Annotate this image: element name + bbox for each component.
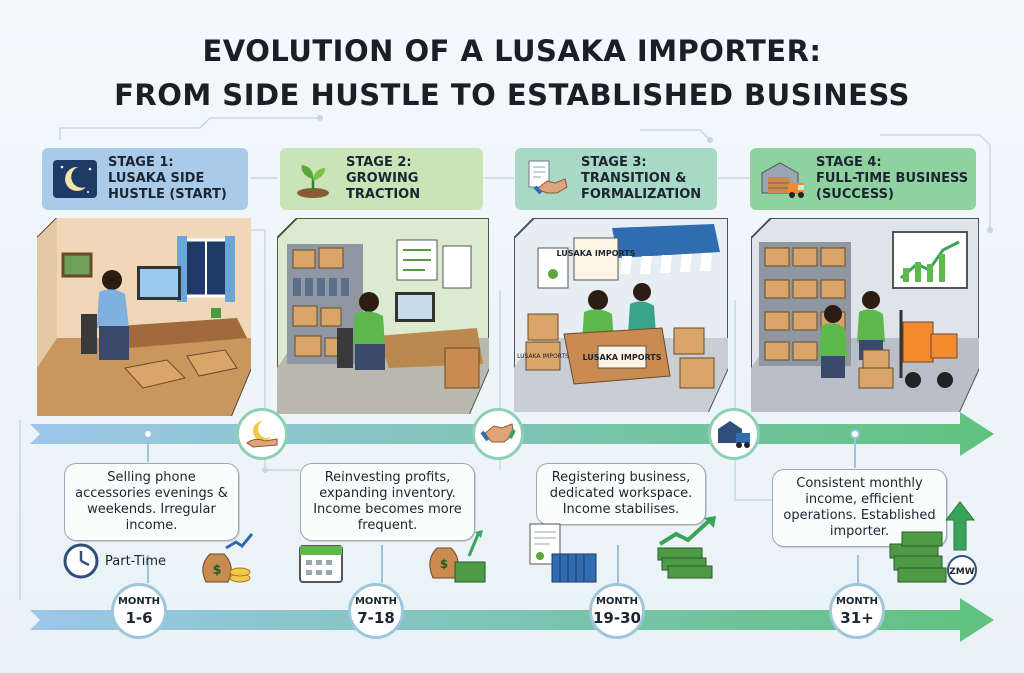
stage-2-label: STAGE 2: GROWING TRACTION xyxy=(346,155,421,202)
month-marker-4: MONTH 31+ xyxy=(829,583,885,639)
month-range: 19-30 xyxy=(593,609,641,627)
month-range: 7-18 xyxy=(357,609,395,627)
money-bag-growth-icon: $ xyxy=(202,533,254,583)
zmw-badge: ZMW xyxy=(949,567,974,577)
moon-hand-icon xyxy=(246,421,278,448)
stage-1-label: STAGE 1: LUSAKA SIDE HUSTLE (START) xyxy=(108,155,227,202)
stage-3-label: STAGE 3: TRANSITION & FORMALIZATION xyxy=(581,155,702,202)
desk-sign-text: LUSAKA IMPORTS xyxy=(582,353,661,362)
svg-text:$: $ xyxy=(212,563,221,578)
cash-zmw-growth-icon: ZMW xyxy=(889,501,977,585)
month-range: 1-6 xyxy=(125,609,153,627)
clock-icon xyxy=(63,543,99,579)
box-label-text: LUSAKA IMPORTS xyxy=(517,353,569,360)
sprout-icon xyxy=(297,165,329,198)
document-container-icon xyxy=(529,523,597,583)
handshake-icon xyxy=(480,423,516,443)
month-label: MONTH xyxy=(835,596,878,607)
stage-3-description: Registering business, dedicated workspac… xyxy=(536,463,706,525)
month-label: MONTH xyxy=(354,596,397,607)
page-title-line-1: EVOLUTION OF A LUSAKA IMPORTER: xyxy=(202,34,822,68)
month-marker-1: MONTH 1-6 xyxy=(111,583,167,639)
timeline-arrow-lower xyxy=(30,598,994,642)
svg-text:$: $ xyxy=(440,557,448,571)
moon-night-icon xyxy=(53,160,97,198)
month-label: MONTH xyxy=(117,596,160,607)
money-bag-cash-icon: $ xyxy=(429,530,486,583)
warehouse-truck-small-icon xyxy=(718,421,750,448)
stage-4-header: STAGE 4: FULL-TIME BUSINESS (SUCCESS) xyxy=(750,148,976,210)
calendar-icon xyxy=(299,545,343,583)
page-title-line-2: FROM SIDE HUSTLE TO ESTABLISHED BUSINESS xyxy=(114,78,910,112)
timeline-node-1 xyxy=(236,408,288,460)
stage-3-illustration: LUSAKA IMPORTS LUSAKA IMPORTS LUSAKA IMP… xyxy=(514,218,728,412)
stage-2-header: STAGE 2: GROWING TRACTION xyxy=(280,148,483,210)
month-marker-3: MONTH 19-30 xyxy=(589,583,645,639)
month-label: MONTH xyxy=(595,596,638,607)
stage-2-description: Reinvesting profits, expanding inventory… xyxy=(300,463,475,541)
month-range: 31+ xyxy=(840,609,874,627)
stage-4-label: STAGE 4: FULL-TIME BUSINESS (SUCCESS) xyxy=(816,155,969,202)
warehouse-truck-icon xyxy=(761,162,804,198)
timeline-node-2 xyxy=(472,408,524,460)
shop-sign-text: LUSAKA IMPORTS xyxy=(556,249,635,258)
month-marker-2: MONTH 7-18 xyxy=(348,583,404,639)
stage-1-header: STAGE 1: LUSAKA SIDE HUSTLE (START) xyxy=(42,148,248,210)
stage-4-illustration xyxy=(751,218,979,412)
timeline-node-3 xyxy=(708,408,760,460)
handshake-document-icon xyxy=(528,160,568,195)
part-time-label: Part-Time xyxy=(105,554,166,569)
stage-1-description: Selling phone accessories evenings & wee… xyxy=(64,463,239,541)
stage-1-illustration xyxy=(37,218,251,416)
stage-3-header: STAGE 3: TRANSITION & FORMALIZATION xyxy=(515,148,717,210)
cash-stack-growth-icon xyxy=(657,516,716,579)
stage-2-illustration xyxy=(277,218,489,414)
